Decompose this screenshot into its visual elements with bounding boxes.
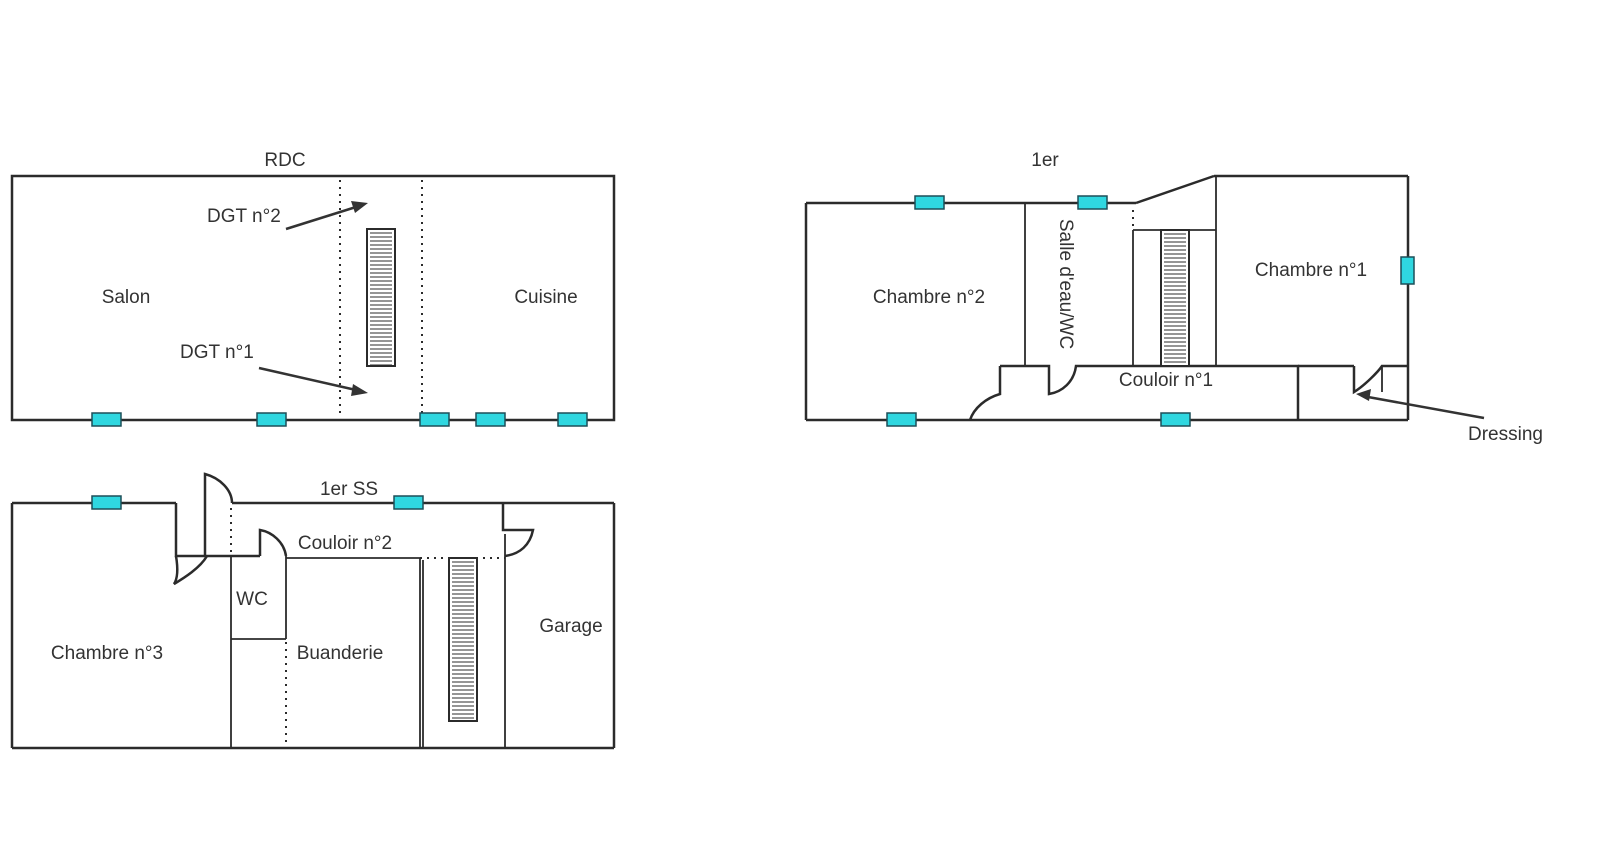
- floor-etage1: 1er Chambre n°2 Chambre n°1 Couloir n°1 …: [804, 150, 1543, 445]
- door-chambre3: [172, 555, 209, 586]
- annotation-dgt2: DGT n°2: [207, 206, 281, 227]
- room-label-wc: WC: [236, 589, 268, 610]
- room-label-salon: Salon: [102, 287, 151, 308]
- room-label-garage: Garage: [539, 616, 602, 637]
- window: [256, 412, 287, 427]
- door-dressing: [1352, 364, 1408, 395]
- rdc-staircase: [366, 228, 396, 367]
- corridor-wall: [1000, 364, 1300, 420]
- room-label-couloir1: Couloir n°1: [1119, 370, 1213, 391]
- door-wc: [258, 528, 288, 557]
- etage1-title: 1er: [1031, 150, 1059, 171]
- arrow-dressing: [1356, 389, 1485, 420]
- room-label-salle-eau: Salle d'eau/WC: [1055, 219, 1076, 349]
- arrow-dgt2: [285, 201, 368, 231]
- window: [557, 412, 588, 427]
- window: [91, 495, 122, 510]
- room-label-chambre3: Chambre n°3: [51, 643, 163, 664]
- window: [393, 495, 424, 510]
- floor-rdc: RDC Salon Cuisine DGT n°2 DGT n°1: [10, 150, 616, 427]
- door-top: [174, 472, 234, 558]
- window: [886, 412, 917, 427]
- etage1-windows: [886, 195, 1415, 427]
- window: [914, 195, 945, 210]
- rdc-title: RDC: [264, 150, 305, 171]
- window: [1400, 256, 1415, 285]
- annotation-dressing: Dressing: [1468, 424, 1543, 445]
- arrow-dgt1: [258, 366, 368, 396]
- sous-sol-title: 1er SS: [320, 479, 378, 500]
- rdc-outline: [10, 174, 616, 422]
- window: [419, 412, 450, 427]
- rdc-windows: [91, 412, 588, 427]
- room-label-buanderie: Buanderie: [297, 643, 384, 664]
- window: [1160, 412, 1191, 427]
- floor-sous-sol: 1er SS Couloir n°2 WC Chamb: [10, 472, 616, 750]
- door-garage: [501, 503, 535, 558]
- door-chambre2: [968, 366, 1002, 421]
- room-label-couloir2: Couloir n°2: [298, 533, 392, 554]
- room-label-chambre1: Chambre n°1: [1255, 260, 1367, 281]
- room-label-cuisine: Cuisine: [514, 287, 577, 308]
- etage1-staircase: [1160, 229, 1190, 367]
- window: [475, 412, 506, 427]
- sous-sol-windows: [91, 495, 424, 510]
- window: [1077, 195, 1108, 210]
- window: [91, 412, 122, 427]
- annotation-dgt1: DGT n°1: [180, 342, 254, 363]
- sous-sol-staircase: [448, 557, 478, 722]
- room-label-chambre2: Chambre n°2: [873, 287, 985, 308]
